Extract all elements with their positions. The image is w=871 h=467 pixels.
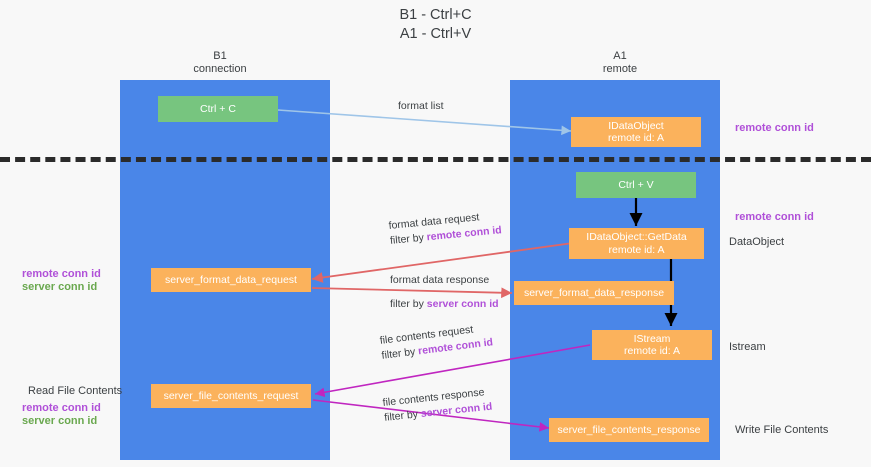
node-getdata-line2: remote id: A — [608, 243, 665, 256]
node-idataobject[interactable]: IDataObject remote id: A — [571, 117, 701, 147]
edge-label-file-contents-response-prefix: filter by — [383, 408, 422, 424]
node-istream-line1: IStream — [633, 332, 671, 345]
node-ctrl-c-label: Ctrl + C — [200, 102, 236, 115]
edge-label-format-data-response-line1: format data response — [390, 274, 490, 286]
left-label-server-conn-id-2: server conn id — [22, 415, 98, 427]
node-server-file-contents-request-label: server_file_contents_request — [163, 389, 299, 402]
phase-divider — [0, 157, 871, 162]
left-label-remote-conn-id-2: remote conn id — [22, 402, 101, 414]
right-label-istream: Istream — [729, 341, 766, 353]
left-label-remote-conn-id: remote conn id — [22, 268, 101, 280]
node-server-format-data-response[interactable]: server_format_data_response — [514, 281, 674, 305]
node-ctrl-v[interactable]: Ctrl + V — [576, 172, 696, 198]
node-idataobject-line1: IDataObject — [608, 119, 664, 132]
page-title: B1 - Ctrl+C A1 - Ctrl+V — [399, 7, 472, 42]
node-server-format-data-request[interactable]: server_format_data_request — [151, 268, 311, 292]
right-label-dataobject: DataObject — [729, 236, 785, 248]
edge-label-file-contents-request-prefix: filter by — [380, 345, 419, 362]
node-server-file-contents-response[interactable]: server_file_contents_response — [549, 418, 709, 442]
edge-label-format-data-response: format data response filter by server co… — [390, 273, 499, 312]
edge-label-format-data-response-prefix: filter by — [390, 298, 427, 310]
left-label-server-conn-id: server conn id — [22, 281, 98, 293]
node-ctrl-v-label: Ctrl + V — [618, 178, 654, 191]
edge-label-format-data-request: format data request filter by remote con… — [388, 208, 502, 249]
node-istream[interactable]: IStream remote id: A — [592, 330, 712, 360]
node-ctrl-c[interactable]: Ctrl + C — [158, 96, 278, 122]
edge-label-format-data-request-prefix: filter by — [389, 231, 428, 247]
edge-label-format-data-response-key: server conn id — [426, 298, 499, 310]
column-header-b1: B1 connection — [193, 50, 247, 75]
edge-label-format-list: format list — [398, 100, 444, 112]
right-label-remote-conn-id-mid: remote conn id — [735, 211, 814, 223]
node-idataobject-line2: remote id: A — [607, 132, 665, 144]
edge-label-file-contents-response: file contents response filter by server … — [382, 385, 493, 426]
node-istream-line2: remote id: A — [623, 345, 681, 357]
node-server-format-data-response-label: server_format_data_response — [523, 286, 665, 299]
node-server-file-contents-response-label: server_file_contents_response — [557, 423, 701, 436]
column-header-a1: A1 remote — [602, 50, 638, 75]
edge-label-file-contents-request: file contents request filter by remote c… — [379, 320, 494, 363]
node-getdata-line1: IDataObject::GetData — [586, 231, 687, 243]
right-label-write-file-contents: Write File Contents — [735, 424, 829, 436]
left-label-read-file-contents: Read File Contents — [28, 385, 123, 397]
node-server-format-data-request-label: server_format_data_request — [165, 273, 297, 286]
node-server-file-contents-request[interactable]: server_file_contents_request — [151, 384, 311, 408]
edge-label-format-data-response-line2: filter by server conn id — [390, 297, 499, 312]
right-label-remote-conn-id-top: remote conn id — [735, 122, 814, 134]
node-getdata[interactable]: IDataObject::GetData remote id: A — [569, 228, 704, 259]
